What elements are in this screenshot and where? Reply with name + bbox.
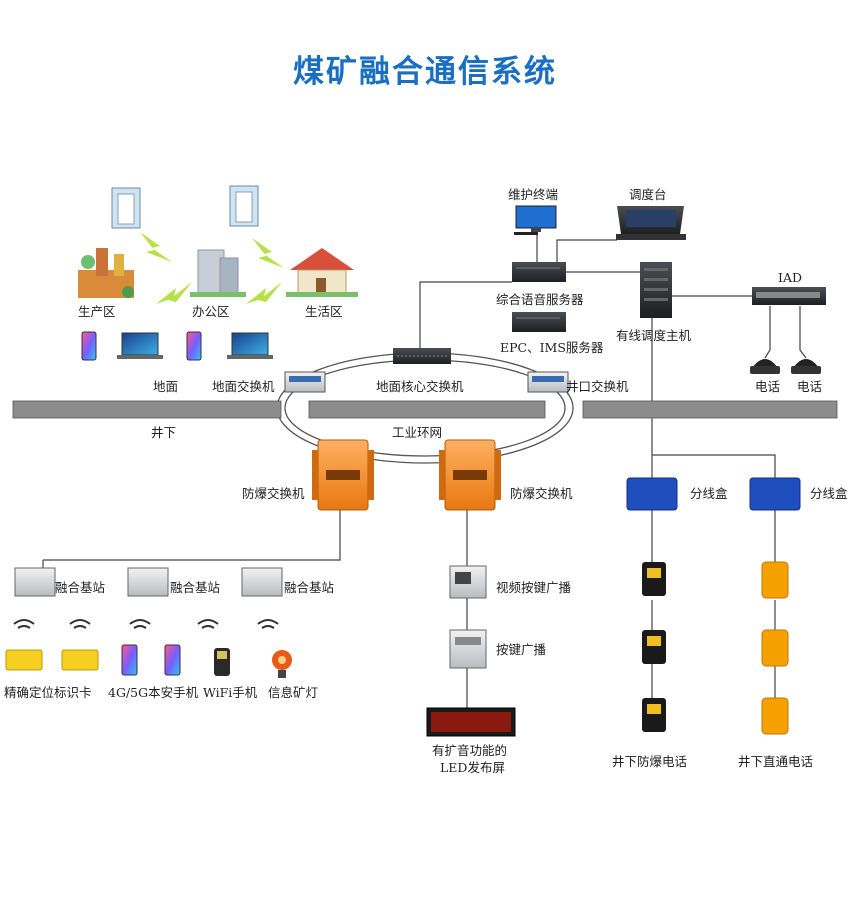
ring-network-label: 工业环网 bbox=[392, 425, 442, 440]
office-zone-icon bbox=[190, 249, 246, 297]
desk-phone-icon bbox=[750, 359, 821, 374]
phone-label-1: 电话 bbox=[755, 379, 780, 394]
key-broadcast-icon bbox=[449, 629, 487, 669]
surface-mobile-icon bbox=[81, 331, 202, 361]
maintenance-terminal-label: 维护终端 bbox=[508, 187, 558, 202]
wifi-phone-label: WiFi手机 bbox=[203, 685, 258, 700]
junction-box-icon bbox=[626, 477, 801, 511]
wifi-wave-icon bbox=[13, 619, 279, 629]
dispatch-console-label: 调度台 bbox=[629, 187, 667, 202]
living-zone-label: 生活区 bbox=[305, 304, 343, 319]
surface-tower-icon bbox=[111, 185, 259, 229]
epc-ims-server-icon bbox=[512, 312, 566, 332]
base-station-label-1: 融合基站 bbox=[55, 580, 105, 595]
office-zone-label: 办公区 bbox=[192, 304, 230, 319]
epc-ims-server-label: EPC、IMS服务器 bbox=[500, 340, 604, 355]
maintenance-terminal-icon bbox=[514, 205, 557, 235]
ground-layer-bars bbox=[12, 400, 838, 419]
page-title: 煤矿融合通信系统 bbox=[293, 54, 557, 90]
iad-label: IAD bbox=[778, 270, 802, 285]
direct-phone-icon bbox=[761, 561, 789, 735]
production-zone-label: 生产区 bbox=[78, 304, 116, 319]
wireless-signal-icon bbox=[140, 232, 284, 304]
wifi-phone-icon bbox=[214, 648, 230, 676]
voice-server-label: 综合语音服务器 bbox=[496, 292, 584, 307]
location-card-icon bbox=[5, 649, 99, 671]
led-screen-label-line1: 有扩音功能的 bbox=[432, 743, 507, 758]
underground-layer-label: 井下 bbox=[151, 425, 176, 440]
core-switch-label: 地面核心交换机 bbox=[376, 379, 464, 394]
direct-phone-label: 井下直通电话 bbox=[738, 754, 813, 769]
base-station-label-2: 融合基站 bbox=[170, 580, 220, 595]
explosion-phone-label: 井下防爆电话 bbox=[612, 754, 687, 769]
intrinsically-safe-phone-icon bbox=[121, 644, 181, 676]
explosion-switch-label-1: 防爆交换机 bbox=[242, 486, 305, 501]
shaft-switch-icon bbox=[527, 371, 569, 393]
surface-switch-icon bbox=[284, 371, 326, 393]
production-zone-icon bbox=[78, 248, 134, 298]
wired-dispatch-host-icon bbox=[640, 262, 672, 318]
explosion-proof-phone-icon bbox=[642, 562, 666, 732]
living-zone-icon bbox=[286, 248, 358, 297]
led-screen-icon bbox=[426, 707, 516, 737]
dispatch-console-icon bbox=[616, 206, 686, 240]
base-station-icon bbox=[14, 567, 283, 597]
phone-label-2: 电话 bbox=[797, 379, 822, 394]
junction-box-label-1: 分线盒 bbox=[690, 486, 728, 501]
surface-switch-label: 地面交换机 bbox=[212, 379, 275, 394]
phone-4g5g-label: 4G/5G本安手机 bbox=[108, 685, 199, 700]
base-station-label-3: 融合基站 bbox=[284, 580, 334, 595]
junction-box-label-2: 分线盒 bbox=[810, 486, 848, 501]
explosion-switch-icon bbox=[312, 439, 501, 511]
video-broadcast-label: 视频按键广播 bbox=[496, 580, 572, 595]
location-card-label: 精确定位标识卡 bbox=[4, 685, 92, 700]
led-screen-label-line2: LED发布屏 bbox=[440, 760, 505, 775]
mine-lamp-icon bbox=[272, 650, 292, 678]
explosion-switch-label-2: 防爆交换机 bbox=[510, 486, 573, 501]
key-broadcast-label: 按键广播 bbox=[496, 642, 547, 657]
video-broadcast-icon bbox=[449, 565, 487, 599]
surface-layer-label: 地面 bbox=[153, 379, 178, 394]
surface-laptop-icon bbox=[117, 332, 273, 359]
core-switch-icon bbox=[393, 348, 451, 364]
iad-device-icon bbox=[752, 287, 826, 305]
wired-dispatch-host-label: 有线调度主机 bbox=[616, 328, 692, 343]
connection-lines bbox=[42, 232, 807, 708]
voice-server-icon bbox=[512, 262, 566, 282]
mine-lamp-label: 信息矿灯 bbox=[268, 685, 318, 700]
shaft-switch-label: 井口交换机 bbox=[566, 379, 629, 394]
